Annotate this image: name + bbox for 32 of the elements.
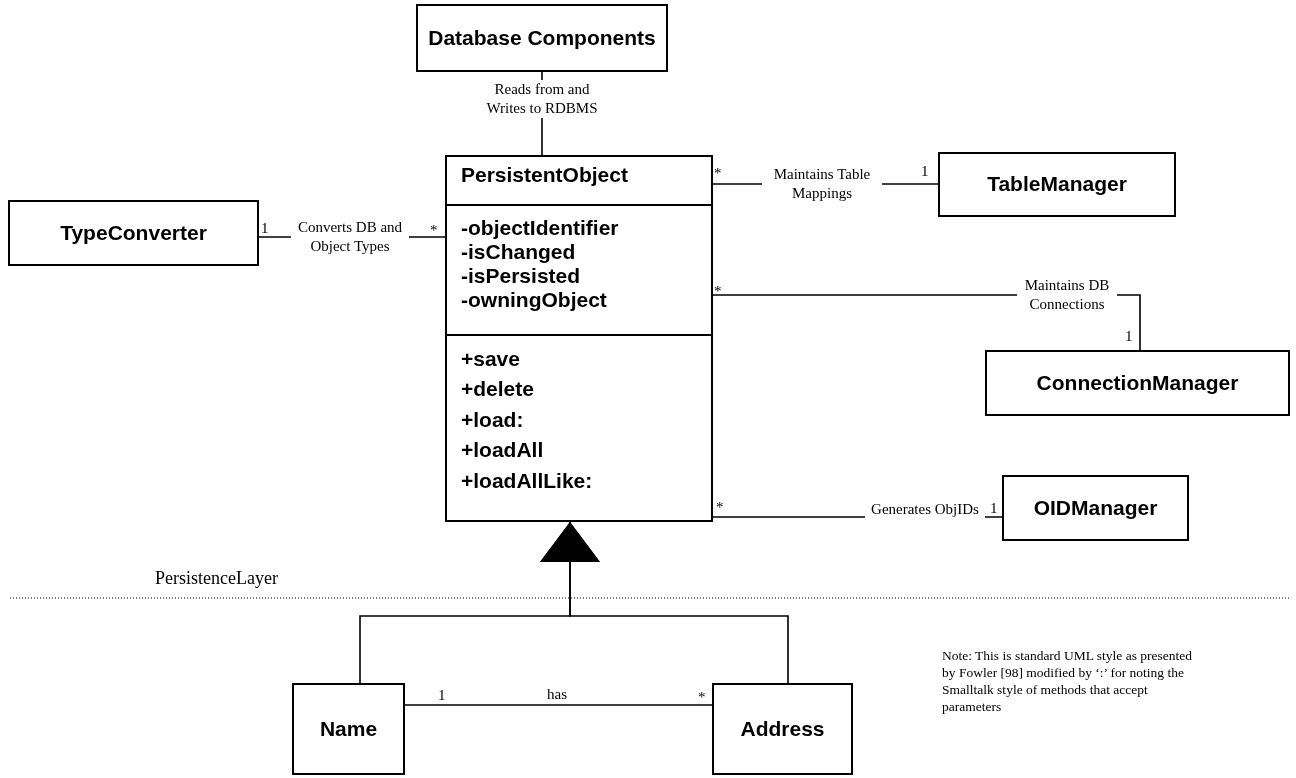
class-box [416, 4, 668, 72]
class-box [445, 155, 713, 522]
class-box [1002, 475, 1189, 541]
class-name: Database Components [427, 24, 657, 51]
association-line [404, 704, 713, 706]
generalization-arrow [540, 521, 789, 684]
attribute-list: -objectIdentifier -isChanged -isPersisted -owningObject [447, 204, 711, 334]
multiplicity: 1 [990, 499, 998, 518]
class-name: PersistentObject [460, 162, 629, 188]
multiplicity: 1 [1125, 327, 1133, 346]
layer-label: PersistenceLayer [155, 567, 278, 590]
class-name: TypeConverter [59, 219, 208, 246]
multiplicity: * [714, 282, 722, 301]
multiplicity: * [430, 221, 438, 240]
class-box [292, 683, 405, 775]
multiplicity: 1 [921, 162, 929, 181]
class-name: Name [318, 715, 379, 742]
class-box [712, 683, 853, 775]
class-box [8, 200, 259, 266]
multiplicity: * [714, 164, 722, 183]
multiplicity: * [716, 498, 724, 517]
multiplicity: * [698, 688, 706, 707]
class-name: TableManager [986, 171, 1128, 198]
class-name: Address [739, 715, 826, 742]
class-box [985, 350, 1290, 416]
class-box [938, 152, 1176, 217]
method-list: +save +delete +load: +loadAll +loadAllLike: [447, 334, 711, 499]
class-name: ConnectionManager [1035, 369, 1240, 396]
note-text: Note: This is standard UML style as presented by Fowler [98] modified by ‘:’ for noting the Smalltalk style of methods that accept parameters [942, 648, 1194, 716]
class-name: OIDManager [1032, 494, 1159, 521]
multiplicity: 1 [438, 686, 446, 705]
multiplicity: 1 [261, 219, 269, 238]
